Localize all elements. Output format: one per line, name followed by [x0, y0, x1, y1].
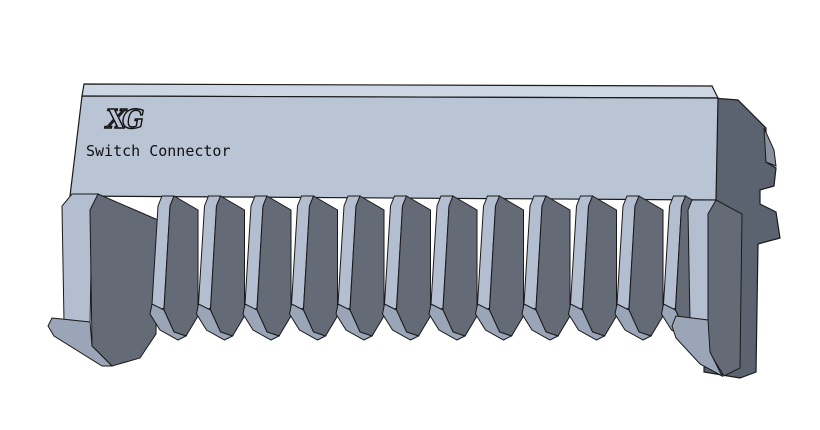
right-outer-pin: [671, 199, 743, 378]
pin-front: [349, 195, 385, 337]
pin-front: [535, 195, 571, 337]
pin-front: [488, 195, 524, 337]
pin: [288, 195, 338, 341]
pin-front: [581, 195, 617, 337]
pin-tip: [195, 303, 234, 341]
pin-front: [628, 195, 664, 337]
pin-front: [442, 195, 478, 337]
pin: [614, 195, 664, 341]
left-outer-pin-bottom: [47, 317, 114, 367]
pin-front: [256, 195, 292, 337]
pin: [521, 195, 571, 341]
pin-tip: [614, 303, 653, 341]
pin: [195, 195, 245, 341]
pin-front: [302, 195, 338, 337]
pin: [567, 195, 617, 341]
pin-tip: [149, 303, 188, 341]
pin-tip: [381, 303, 420, 341]
right-outer-pin-bottom: [671, 315, 724, 378]
pin-tip: [288, 303, 327, 341]
pin-tip: [428, 303, 467, 341]
pin-tip: [335, 303, 374, 341]
pin-tip: [521, 303, 560, 341]
pin-front: [395, 195, 431, 337]
right-outer-pin-front: [707, 199, 743, 377]
right-housing-clip: [763, 127, 777, 167]
part-caption: Switch Connector: [86, 142, 231, 160]
pin-tip: [567, 303, 606, 341]
pin: [381, 195, 431, 341]
pin-tip: [474, 303, 513, 341]
pin: [242, 195, 292, 341]
pin: [474, 195, 524, 341]
pin: [149, 195, 199, 341]
pin-front: [209, 195, 245, 337]
left-outer-pin: [47, 193, 159, 367]
logo-mark: XG: [104, 105, 144, 135]
pin-front: [163, 195, 199, 337]
pin: [335, 195, 385, 341]
pin: [428, 195, 478, 341]
pin-tip: [242, 303, 281, 341]
pin-row: [149, 195, 710, 341]
left-outer-pin-front: [89, 193, 159, 367]
